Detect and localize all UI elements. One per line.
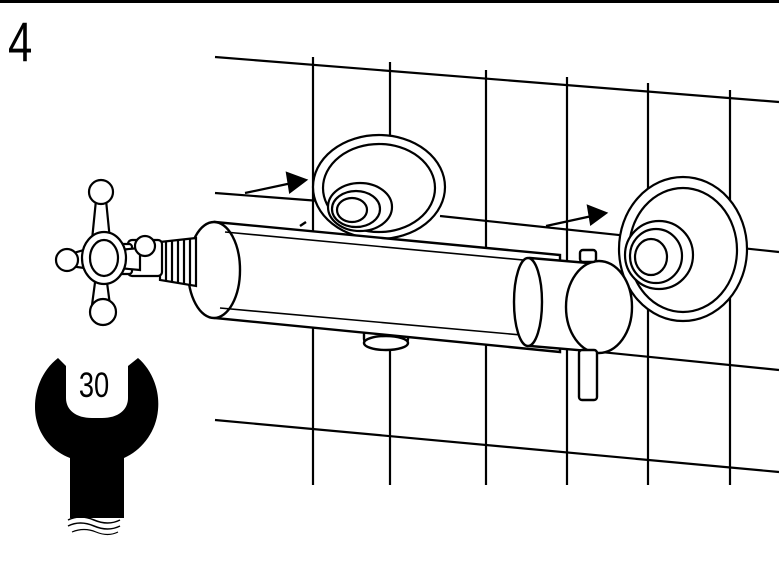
arrow-right-shaft xyxy=(545,214,593,228)
left-wall-flange xyxy=(311,133,447,241)
arrow-right-head xyxy=(586,204,609,226)
mounting-arrows xyxy=(244,171,609,228)
arrow-left-head xyxy=(285,171,309,194)
step-number: 4 xyxy=(8,10,33,73)
right-wall-flange xyxy=(617,175,749,323)
thermostatic-mixer-body xyxy=(186,220,634,402)
tile-line-h1 xyxy=(214,55,779,104)
tile-line-h4 xyxy=(214,418,779,474)
wrench-icon xyxy=(34,358,159,536)
arrow-left-shaft xyxy=(244,181,293,195)
wrench-size-label: 30 xyxy=(78,366,110,405)
cross-handle-valve xyxy=(54,178,157,327)
